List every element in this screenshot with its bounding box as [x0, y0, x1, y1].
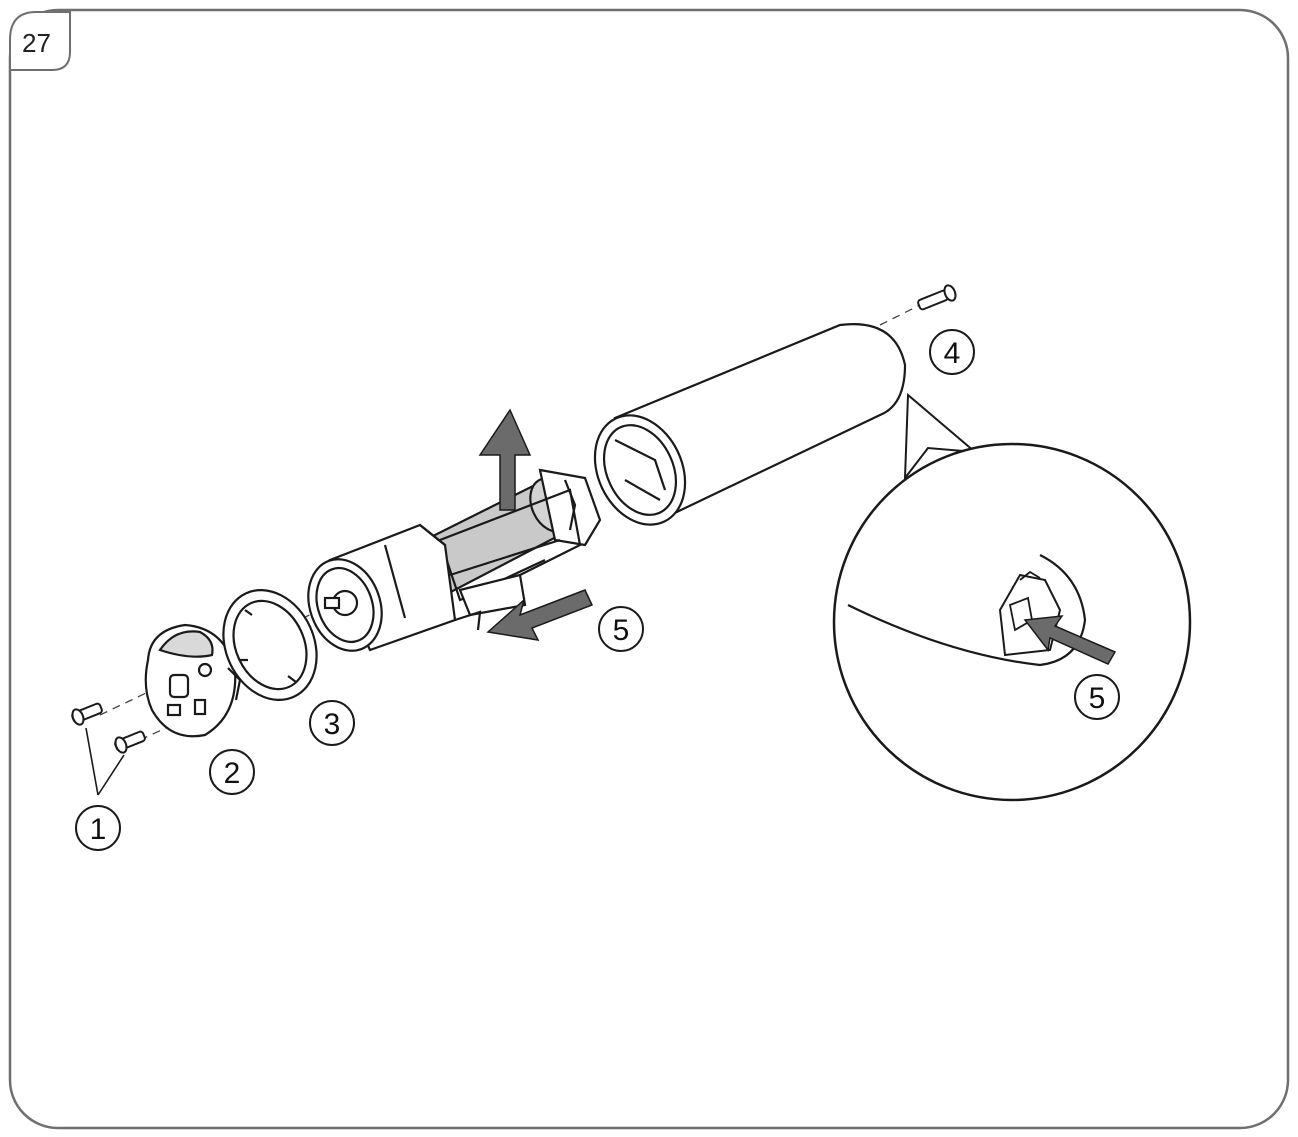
callout-3: 3 [309, 700, 355, 746]
inner-chassis [307, 468, 602, 652]
screw-icon [71, 702, 103, 726]
screw-icon [917, 284, 957, 311]
step-number-tab: 27 [9, 11, 71, 71]
end-cap [144, 623, 242, 738]
callout-5-detail-label: 5 [1089, 682, 1106, 715]
arrow-right-icon [1023, 615, 1117, 665]
leader-lines-1 [85, 727, 125, 796]
outer-housing [593, 323, 907, 526]
step-number: 27 [22, 28, 51, 58]
callout-3-label: 3 [324, 708, 341, 741]
callout-2-label: 2 [224, 757, 241, 790]
callout-1-label: 1 [90, 813, 107, 846]
callout-5-main-label: 5 [613, 614, 630, 647]
callout-5-detail: 5 [1074, 674, 1120, 720]
screw-icon [114, 730, 146, 754]
callout-4: 4 [929, 329, 975, 375]
callout-2: 2 [209, 749, 255, 795]
callout-4-label: 4 [944, 337, 961, 370]
callout-5-main: 5 [598, 606, 644, 652]
arrow-left-icon [486, 589, 594, 641]
figure-frame [8, 8, 1290, 1130]
arrow-up-icon [478, 408, 532, 511]
detail-callout [832, 392, 1192, 802]
callout-1: 1 [75, 805, 121, 851]
gasket-ring [222, 588, 318, 702]
